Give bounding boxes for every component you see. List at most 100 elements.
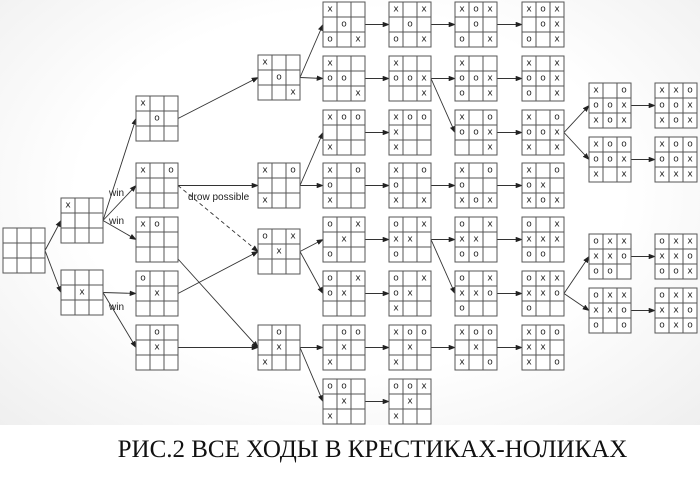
mark-o: o xyxy=(659,101,665,111)
mark-x: x xyxy=(607,252,613,262)
mark-o: o xyxy=(327,74,333,84)
mark-o: o xyxy=(327,220,333,230)
board-cell xyxy=(350,408,366,425)
board-cell xyxy=(74,212,90,229)
board-cell xyxy=(271,54,287,71)
mark-o: o xyxy=(540,128,546,138)
mark-x: x xyxy=(687,170,693,180)
board-cell xyxy=(88,227,104,244)
mark-o: o xyxy=(487,113,493,123)
board-cell xyxy=(416,408,432,425)
mark-o: o xyxy=(276,328,282,338)
mark-x: x xyxy=(393,235,399,245)
mark-o: o xyxy=(607,116,613,126)
board-cell xyxy=(285,54,301,71)
board-cell xyxy=(322,231,338,248)
mark-o: o xyxy=(554,113,560,123)
mark-o: o xyxy=(393,289,399,299)
arrow xyxy=(299,75,324,81)
mark-o: o xyxy=(393,274,399,284)
board-cell xyxy=(482,354,498,371)
arrow xyxy=(563,104,590,133)
mark-x: x xyxy=(526,166,532,176)
board-cell xyxy=(30,227,46,244)
board-cell xyxy=(535,85,551,102)
board-cell xyxy=(482,31,498,48)
board-root xyxy=(2,227,46,274)
mark-x: x xyxy=(262,358,268,368)
mark-x: x xyxy=(140,99,146,109)
mark-o: o xyxy=(327,35,333,45)
board-cell xyxy=(16,257,32,274)
mark-o: o xyxy=(262,232,268,242)
board-cell xyxy=(454,16,470,33)
board-cell xyxy=(535,354,551,371)
mark-x: x xyxy=(487,74,493,84)
mark-x: x xyxy=(421,74,427,84)
mark-o: o xyxy=(407,20,413,30)
board-b0: xo xyxy=(135,95,179,142)
mark-o: o xyxy=(355,113,361,123)
arrow xyxy=(299,131,324,186)
board-cell xyxy=(135,285,151,302)
arrow xyxy=(563,255,590,294)
board-cell xyxy=(416,339,432,356)
board-cell xyxy=(482,55,498,72)
board-cell xyxy=(416,139,432,156)
board-cell xyxy=(88,284,104,301)
board-cell xyxy=(549,177,565,194)
mark-x: x xyxy=(687,267,693,277)
mark-o: o xyxy=(487,358,493,368)
mark-o: o xyxy=(459,220,465,230)
mark-o: o xyxy=(421,166,427,176)
mark-x: x xyxy=(593,140,599,150)
board-cell xyxy=(535,31,551,48)
board-cell xyxy=(285,339,301,356)
board-cell xyxy=(336,177,352,194)
board-cell xyxy=(163,324,179,341)
mark-x: x xyxy=(554,196,560,206)
board-cell xyxy=(285,69,301,86)
board-cell xyxy=(135,177,151,194)
mark-o: o xyxy=(540,196,546,206)
mark-x: x xyxy=(421,196,427,206)
board-cell xyxy=(468,139,484,156)
mark-o: o xyxy=(659,291,665,301)
mark-o: o xyxy=(327,250,333,260)
mark-o: o xyxy=(421,328,427,338)
board-cell xyxy=(482,85,498,102)
board-cell xyxy=(135,354,151,371)
mark-o: o xyxy=(687,140,693,150)
board-cell xyxy=(549,85,565,102)
mark-x: x xyxy=(673,170,679,180)
mark-x: x xyxy=(393,412,399,422)
mark-x: x xyxy=(687,155,693,165)
mark-x: x xyxy=(421,89,427,99)
board-cell xyxy=(454,339,470,356)
board-cell xyxy=(257,69,273,86)
board-cell xyxy=(482,339,498,356)
mark-o: o xyxy=(659,267,665,277)
edge-label-win: win xyxy=(108,216,124,227)
board-cell xyxy=(416,55,432,72)
mark-x: x xyxy=(393,113,399,123)
board-cell xyxy=(163,192,179,209)
mark-x: x xyxy=(140,166,146,176)
mark-x: x xyxy=(526,235,532,245)
mark-o: o xyxy=(459,274,465,284)
board-cell xyxy=(535,139,551,156)
mark-x: x xyxy=(540,274,546,284)
board-cell xyxy=(271,354,287,371)
mark-o: o xyxy=(540,5,546,15)
mark-x: x xyxy=(393,304,399,314)
board-cell xyxy=(60,299,76,316)
board-cell xyxy=(535,300,551,317)
board-cell xyxy=(416,16,432,33)
board-cell xyxy=(336,300,352,317)
mark-o: o xyxy=(526,89,532,99)
mark-x: x xyxy=(673,291,679,301)
